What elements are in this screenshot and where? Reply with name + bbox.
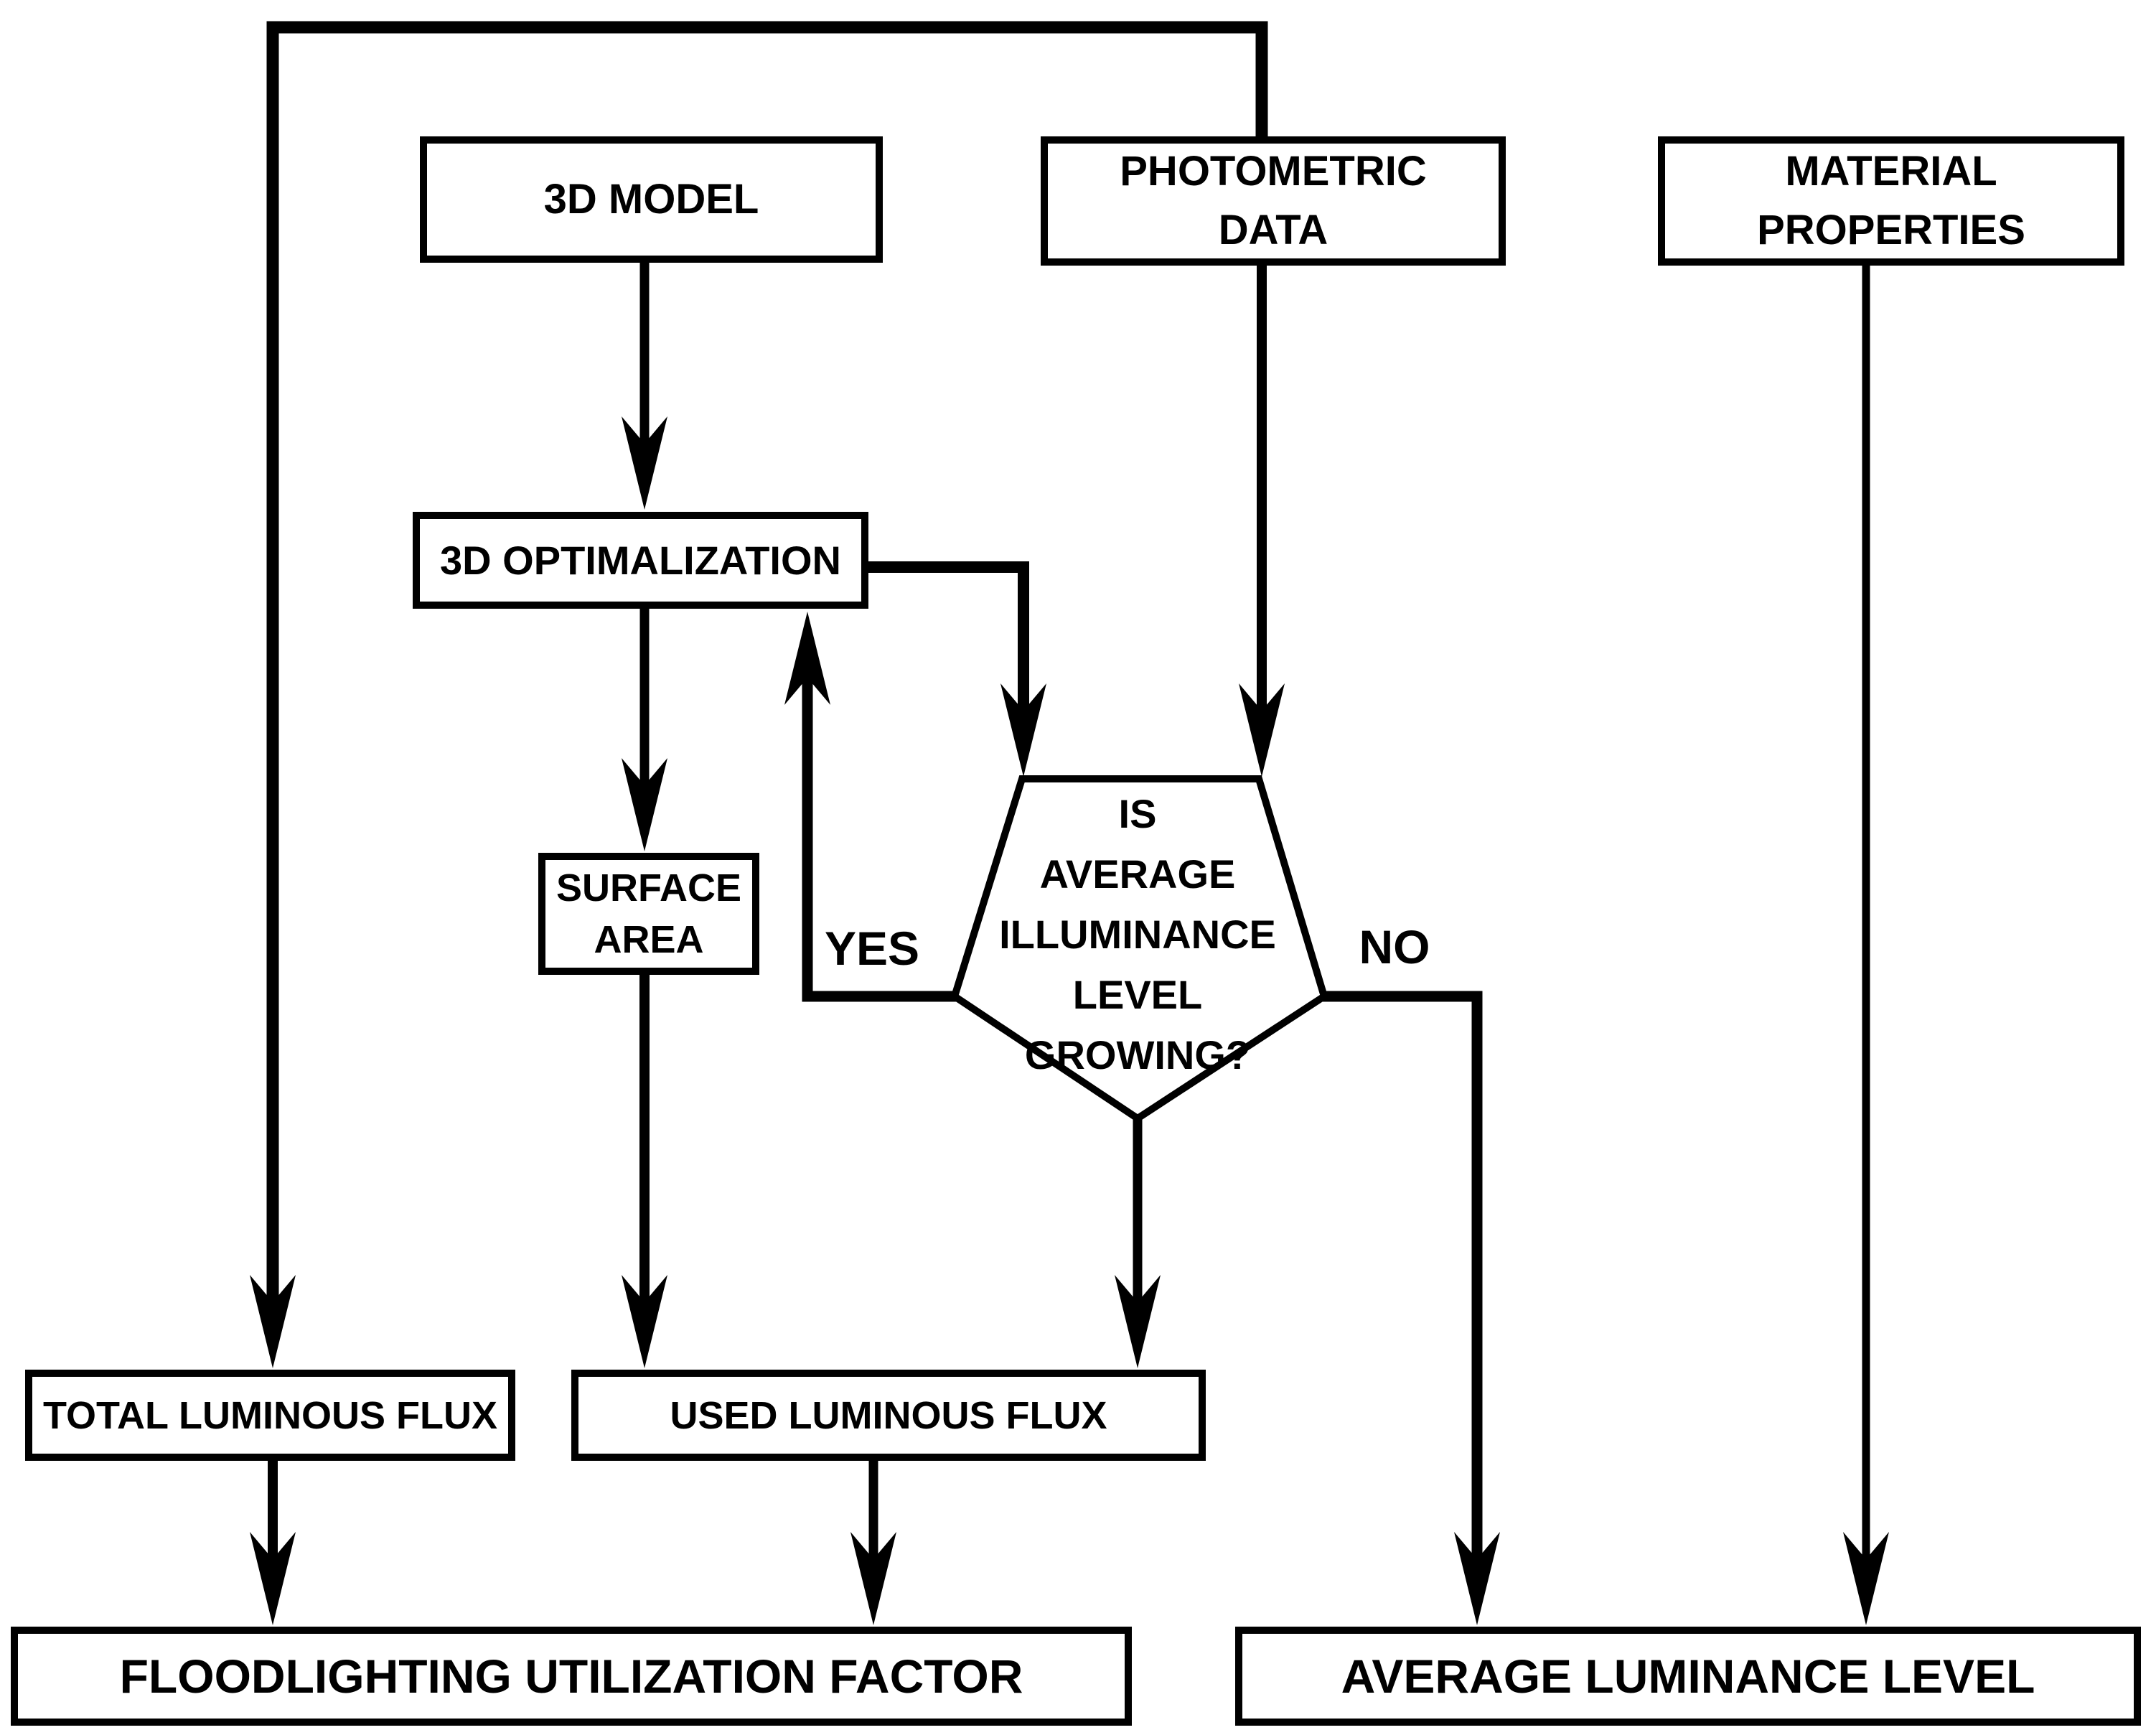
node-3d-model: 3D MODEL [420,136,883,263]
arrowhead-material-into-luminance [1843,1532,1889,1625]
label-no: NO [1359,920,1430,973]
node-average-luminance-level-label: AVERAGE LUMINANCE LEVEL [1341,1650,2035,1703]
arrowhead-into-utilization-right [850,1532,896,1625]
node-photometric-data: PHOTOMETRIC DATA [1041,136,1506,266]
decision-line-5: GROWING? [1024,1032,1251,1077]
connector-optimization-to-decision [865,561,1029,714]
node-total-luminous-flux-label: TOTAL LUMINOUS FLUX [43,1393,497,1437]
label-yes: YES [824,922,920,975]
arrowhead-into-optimization-top [622,416,667,510]
connector-decision-no-to-luminance [1323,991,1483,1561]
node-surface-area-line1: SURFACE [556,866,742,910]
node-3d-model-label: 3D MODEL [543,176,759,223]
node-3d-optimization: 3D OPTIMALIZATION [413,512,868,609]
node-material-properties-line2: PROPERTIES [1757,207,2025,253]
arrowhead-into-used-flux-right [1115,1275,1161,1368]
arrowhead-into-decision-left [1000,683,1046,777]
arrowhead-no-into-luminance [1454,1532,1500,1625]
node-floodlighting-utilization-factor-label: FLOODLIGHTING UTILIZATION FACTOR [119,1650,1023,1703]
arrowhead-into-total-flux [250,1275,296,1368]
node-total-luminous-flux: TOTAL LUMINOUS FLUX [25,1370,515,1461]
node-material-properties-line1: MATERIAL [1785,148,1997,195]
node-photometric-data-line1: PHOTOMETRIC [1120,148,1427,195]
node-average-luminance-level: AVERAGE LUMINANCE LEVEL [1235,1627,2141,1726]
decision-line-3: ILLUMINANCE [999,912,1276,957]
arrowhead-into-decision-right [1239,683,1285,777]
node-photometric-data-line2: DATA [1218,207,1328,253]
node-used-luminous-flux: USED LUMINOUS FLUX [571,1370,1206,1461]
arrowhead-into-surface [622,758,667,851]
arrowhead-into-used-flux-left [622,1275,667,1368]
connector-photometric-to-total-flux [266,21,1268,1306]
decision-line-2: AVERAGE [1039,851,1236,897]
decision-text: IS AVERAGE ILLUMINANCE LEVEL GROWING? [922,784,1353,1085]
arrowhead-into-utilization-left [250,1532,296,1625]
node-surface-area: SURFACE AREA [538,853,759,975]
node-surface-area-line2: AREA [594,918,704,961]
node-floodlighting-utilization-factor: FLOODLIGHTING UTILIZATION FACTOR [11,1627,1132,1726]
node-material-properties: MATERIAL PROPERTIES [1658,136,2124,266]
node-3d-optimization-label: 3D OPTIMALIZATION [440,537,841,583]
decision-pentagon [950,775,1328,1123]
decision-line-4: LEVEL [1072,972,1203,1017]
node-used-luminous-flux-label: USED LUMINOUS FLUX [670,1393,1107,1437]
arrowhead-yes-into-optimization [784,612,830,705]
decision-line-1: IS [1118,791,1157,836]
connector-decision-yes-return [802,676,956,1002]
